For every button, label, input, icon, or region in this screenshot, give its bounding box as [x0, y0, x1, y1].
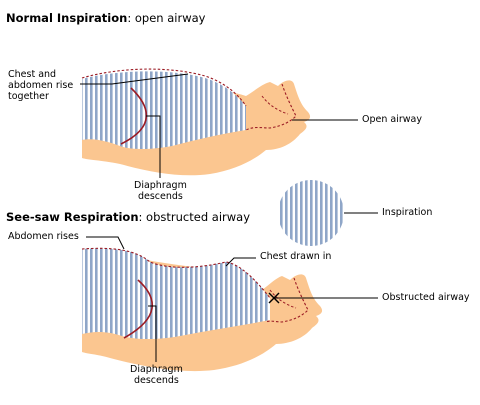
normal-inspiration-area — [82, 71, 246, 149]
leader-diaphragm-normal — [146, 115, 161, 178]
normal-title-bold: Normal Inspiration — [6, 11, 128, 25]
normal-airway-outline — [245, 83, 297, 131]
seesaw-airway-inner — [269, 289, 297, 309]
normal-title: Normal Inspiration: open airway — [6, 11, 205, 25]
label-open-airway: Open airway — [362, 114, 422, 125]
label-diaphragm-seesaw-line1: Diaphragm — [130, 364, 183, 375]
seesaw-airway-outline — [265, 277, 309, 323]
label-diaphragm-seesaw: Diaphragm descends — [130, 364, 183, 386]
seesaw-expansion-outline — [81, 247, 271, 299]
label-chest-abdomen-line1: Chest and — [8, 69, 57, 80]
leader-chest-abdomen — [80, 73, 189, 85]
label-inspiration: Inspiration — [382, 207, 433, 218]
seesaw-diaphragm-curve — [123, 279, 153, 339]
label-diaphragm-normal-line1: Diaphragm — [134, 180, 187, 191]
normal-airway-inner — [261, 95, 289, 115]
normal-expansion-outline — [81, 68, 247, 107]
seesaw-inspiration-area — [82, 248, 270, 339]
label-chest-abdomen-line2: abdomen rise — [8, 80, 74, 91]
label-chest-drawn-in: Chest drawn in — [260, 251, 332, 262]
label-chest-abdomen-line3: together — [8, 91, 49, 102]
label-abdomen-rises: Abdomen rises — [8, 231, 79, 242]
seesaw-figure — [81, 247, 323, 372]
normal-title-rest: : open airway — [127, 11, 206, 25]
label-diaphragm-seesaw-line2: descends — [133, 375, 179, 386]
label-diaphragm-normal: Diaphragm descends — [134, 180, 187, 202]
seesaw-title-bold: See-saw Respiration — [6, 210, 139, 224]
seesaw-title-rest: : obstructed airway — [138, 210, 251, 224]
label-chest-abdomen: Chest and abdomen rise together — [8, 69, 73, 102]
leader-abdomen-rises — [86, 236, 125, 250]
normal-diaphragm-curve — [120, 87, 148, 145]
normal-figure — [81, 68, 311, 176]
label-diaphragm-normal-line2: descends — [137, 191, 183, 202]
legend-inspiration-swatch — [278, 180, 344, 246]
leader-chest-drawn-in — [225, 257, 256, 267]
seesaw-title: See-saw Respiration: obstructed airway — [6, 210, 250, 224]
leader-diaphragm-seesaw — [148, 305, 157, 362]
label-obstructed-airway: Obstructed airway — [382, 292, 470, 303]
